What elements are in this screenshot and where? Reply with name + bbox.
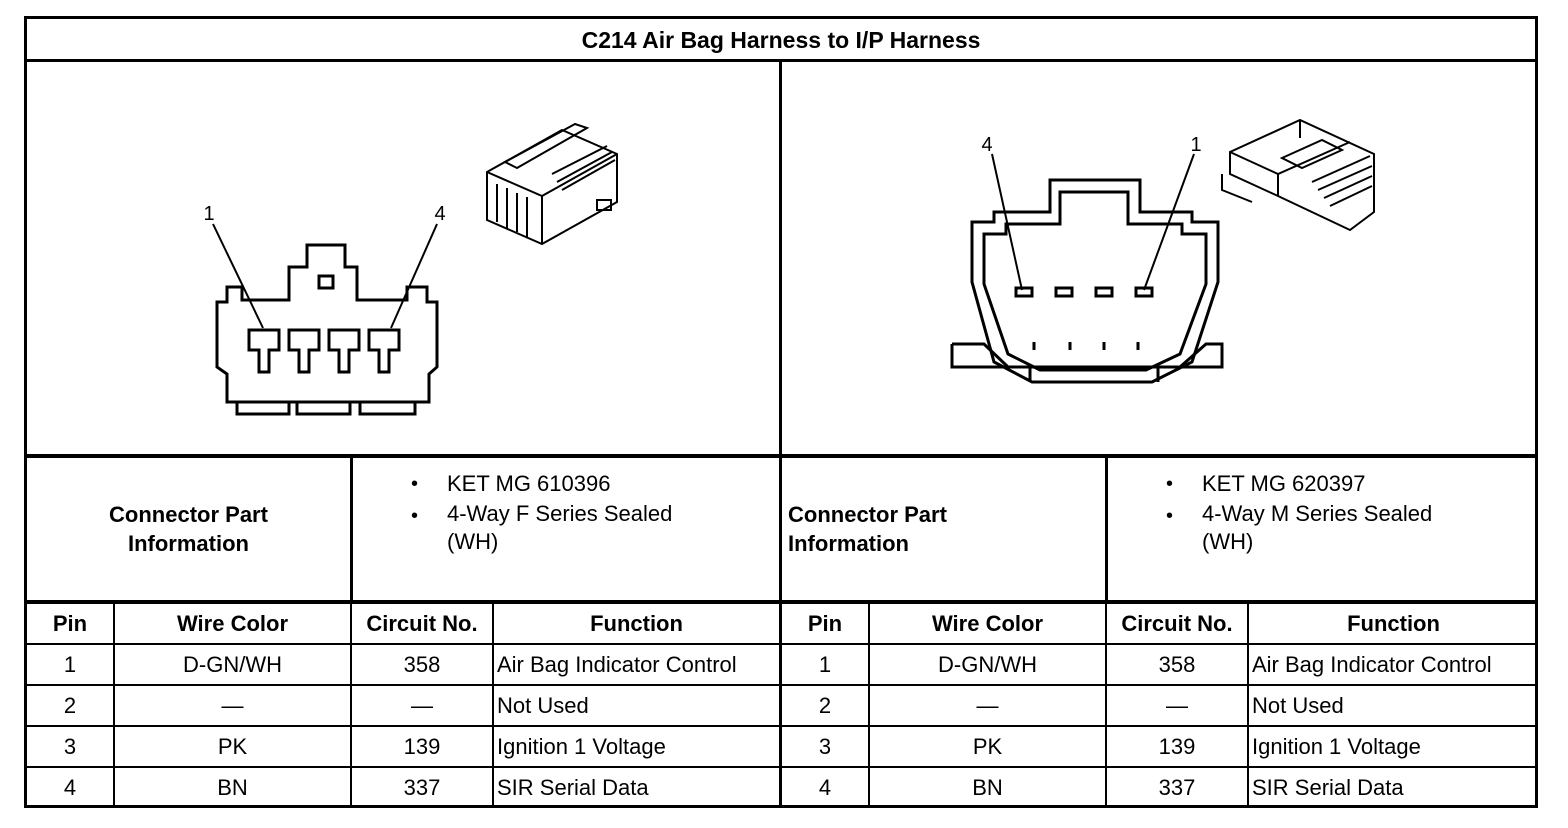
- female-connector-face: [215, 243, 439, 416]
- female-pin-cavity: [247, 328, 281, 374]
- female-connector-isometric: [486, 122, 618, 246]
- part-description: 4-Way F Series Sealed(WH): [367, 500, 672, 556]
- header-wire-color: Wire Color: [113, 604, 352, 645]
- table-row: 2——Not Used: [782, 684, 1538, 727]
- header-circuit-no: Circuit No.: [1105, 604, 1249, 645]
- connector-diagram-frame: C214 Air Bag Harness to I/P Harness 1 4: [24, 16, 1538, 808]
- connector-part-list: KET MG 610396 4-Way F Series Sealed(WH): [367, 468, 672, 556]
- part-number: KET MG 610396: [367, 468, 672, 500]
- divider-line: [779, 62, 782, 454]
- callout-line: [390, 223, 438, 329]
- callout-pin-4-label: 4: [434, 203, 445, 225]
- connector-part-info: Connector Part Information KET MG 620397…: [782, 458, 1538, 604]
- female-pin-cavity: [327, 328, 361, 374]
- connector-part-info-label: Connector Part Information: [27, 458, 353, 600]
- male-connector-section: Connector Part Information KET MG 620397…: [782, 454, 1538, 808]
- table-header-row: Pin Wire Color Circuit No. Function: [27, 604, 779, 645]
- female-connector-drawing: 1 4: [27, 62, 779, 454]
- female-pin-cavity: [367, 328, 401, 374]
- callout-pin-4-label: 4: [981, 134, 992, 156]
- female-connector-section: Connector Part Information KET MG 610396…: [27, 454, 782, 808]
- male-pin: [1014, 286, 1034, 298]
- header-function: Function: [492, 604, 779, 645]
- connector-part-list: KET MG 620397 4-Way M Series Sealed(WH): [1122, 468, 1432, 556]
- header-circuit-no: Circuit No.: [350, 604, 494, 645]
- page-title: C214 Air Bag Harness to I/P Harness: [27, 19, 1535, 62]
- callout-pin-1-label: 1: [1190, 134, 1201, 156]
- header-pin: Pin: [27, 604, 115, 645]
- male-pin: [1054, 286, 1074, 298]
- female-pin-cavity: [287, 328, 321, 374]
- connector-part-info: Connector Part Information KET MG 610396…: [27, 458, 779, 604]
- part-number: KET MG 620397: [1122, 468, 1432, 500]
- header-pin: Pin: [782, 604, 870, 645]
- male-connector-isometric: [1221, 118, 1375, 232]
- male-connector-face: [950, 178, 1224, 384]
- connector-part-info-label: Connector Part Information: [782, 458, 1108, 600]
- callout-line: [991, 153, 1023, 291]
- male-pin: [1094, 286, 1114, 298]
- header-function: Function: [1247, 604, 1538, 645]
- callout-line: [1143, 153, 1195, 291]
- callout-pin-1-label: 1: [203, 203, 214, 225]
- callout-line: [212, 223, 264, 329]
- male-connector-drawing: 4 1: [782, 62, 1538, 454]
- part-description: 4-Way M Series Sealed(WH): [1122, 500, 1432, 556]
- table-header-row: Pin Wire Color Circuit No. Function: [782, 604, 1538, 645]
- table-row: 2——Not Used: [27, 684, 779, 727]
- header-wire-color: Wire Color: [868, 604, 1107, 645]
